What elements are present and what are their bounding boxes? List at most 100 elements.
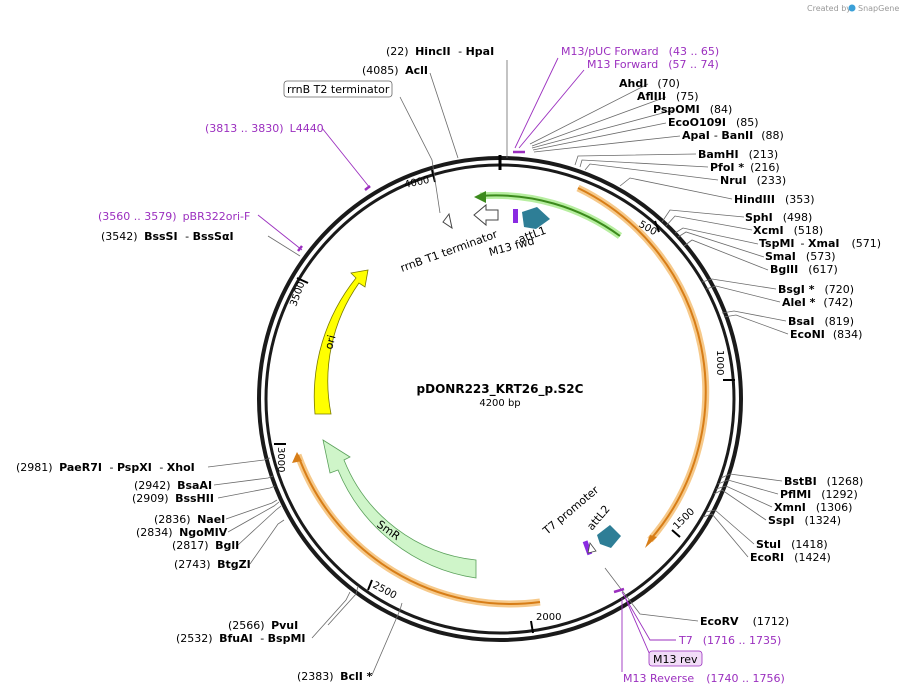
site-label: (22) HincII - HpaI [386, 45, 494, 58]
lead-line [225, 499, 278, 520]
site-label: (2743) BtgZI [174, 558, 251, 571]
lead-line [267, 235, 301, 257]
ori-feature [313, 269, 369, 415]
smr-feature [322, 439, 477, 579]
lead-line [533, 135, 681, 153]
tick-label: 3000 [275, 447, 286, 472]
primer-label: M13 rev [653, 653, 698, 666]
site-label: SmaI(573) [765, 250, 836, 263]
watermark-created-by: Created by [807, 4, 851, 13]
site-label: (2981) PaeR7I - PspXI - XhoI [16, 461, 195, 474]
tick-label: 2000 [536, 612, 561, 623]
primer-label: (3560 .. 3579)pBR322ori-F [98, 210, 250, 223]
lead-line [713, 489, 767, 521]
lead-line [399, 96, 441, 214]
lead-line [207, 457, 271, 468]
tick-label: 3500 [288, 280, 307, 308]
lead-line [429, 72, 459, 159]
tick-mark [654, 220, 660, 233]
orf-arrowhead-2-icon [292, 452, 302, 463]
attl1-arc-arrow-icon [474, 191, 486, 203]
lead-line [720, 473, 783, 482]
site-label: AhdI(70) [619, 77, 680, 90]
tick-mark [530, 620, 534, 634]
tick-mark [367, 579, 373, 591]
lead-line [227, 501, 280, 533]
site-label: EcoNI(834) [790, 328, 862, 341]
site-label: (2836) NaeI [154, 513, 225, 526]
lead-line [705, 509, 755, 545]
lead-line [371, 602, 403, 676]
lead-line [717, 479, 779, 495]
lead-line [532, 122, 667, 151]
lead-line [237, 505, 282, 546]
primer-lead-line [257, 214, 303, 251]
lead-line [619, 177, 733, 200]
primer-lead-line [623, 594, 651, 656]
site-label: ApaI- BanII(88) [682, 129, 784, 142]
lead-line [677, 231, 765, 258]
plasmid-name: pDONR223_KRT26_p.S2C [417, 382, 584, 397]
site-label: (2532) BfuAI - BspMI [176, 632, 306, 645]
primer-lead-line [518, 69, 585, 149]
site-label: NruI(233) [720, 174, 786, 187]
site-label: PfoI *(216) [710, 161, 780, 174]
site-label: BsaI(819) [788, 315, 854, 328]
attl1-feature [522, 207, 550, 229]
lead-line [683, 239, 769, 271]
primer-lead-line [321, 127, 371, 189]
lead-line [604, 567, 699, 622]
rrnb-t2-terminator-box [283, 80, 393, 98]
primer-site-mark [297, 245, 303, 252]
lead-line [579, 159, 709, 168]
primer-label: M13/pUC Forward(43 .. 65) [561, 45, 719, 58]
site-label: AleI *(742) [782, 296, 853, 309]
orf-arc-highlight [576, 184, 710, 543]
lead-line [529, 83, 649, 145]
site-label: StuI(1418) [756, 538, 828, 551]
site-label: (2909) BssHII [132, 492, 214, 505]
lead-line [705, 285, 781, 303]
lead-line [661, 209, 745, 223]
attl2-feature [597, 525, 621, 548]
orf-arc-2 [297, 454, 541, 605]
lead-line [217, 485, 276, 499]
lead-line [311, 591, 351, 639]
site-label: TspMI- XmaI(571) [759, 237, 881, 250]
snapgene-logo-icon [848, 4, 856, 12]
site-label: EcoO109I(85) [668, 116, 759, 129]
site-label: (2834) NgoMIV [136, 526, 228, 539]
tick-mark [296, 277, 309, 284]
site-label: (2566) PvuI [228, 619, 298, 632]
orf-arc-2-highlight [294, 453, 541, 608]
site-label: PflMI(1292) [780, 488, 858, 501]
site-label: (2383) BclI * [297, 670, 373, 683]
tick-mark [671, 529, 681, 538]
site-label: XmnI(1306) [774, 501, 852, 514]
primer-label: M13 Forward(57 .. 74) [587, 58, 719, 71]
site-label: PspOMI(84) [653, 103, 732, 116]
rrnb-t2-terminator-arrow [442, 212, 453, 230]
lead-line [574, 153, 697, 166]
site-label: (4085) AclI [362, 64, 428, 77]
lead-line [721, 310, 787, 322]
lead-line [327, 585, 359, 626]
tick-mark [431, 169, 436, 183]
attl1-arc [479, 194, 621, 237]
primer-site-mark [613, 587, 625, 594]
site-label: BamHI(213) [698, 148, 778, 161]
tick-label: 1000 [714, 350, 725, 375]
site-label: BglII(617) [770, 263, 838, 276]
site-label: BsgI *(720) [778, 283, 854, 296]
lead-line [584, 163, 719, 181]
lead-line [213, 475, 274, 486]
site-label: (2817) BglI [172, 539, 239, 552]
lead-line [723, 314, 789, 335]
site-label: EcoRV(1712) [700, 615, 789, 628]
rrnb-t1-terminator-label: rrnB T1 terminator [399, 227, 500, 274]
watermark-brand: SnapGene [858, 4, 899, 13]
site-label: AflIII(75) [637, 90, 699, 103]
site-label: SphI(498) [745, 211, 812, 224]
site-label: (2942) BsaAI [134, 479, 212, 492]
